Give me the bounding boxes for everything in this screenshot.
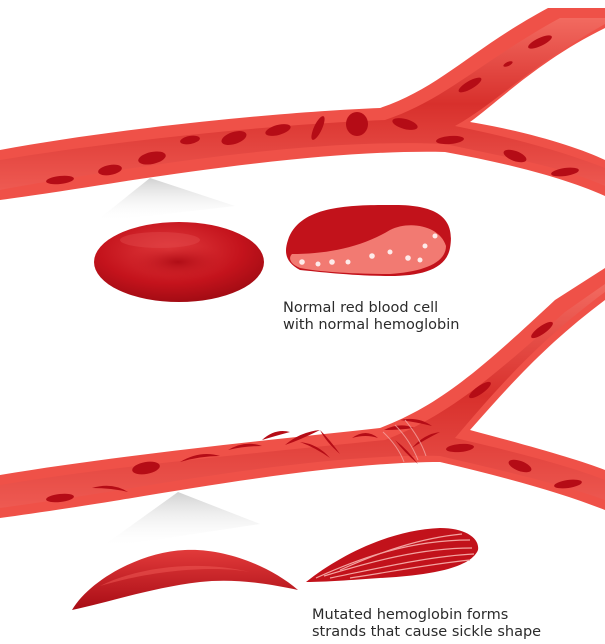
red-blood-cell-cross-section: [286, 205, 451, 276]
caption-sickle-cell: Mutated hemoglobin forms strands that ca…: [312, 607, 541, 641]
red-blood-cell-normal: [94, 222, 264, 302]
sickle-cell: [72, 550, 298, 610]
sickle-cell-cross-section: [306, 528, 478, 582]
magnify-beam-normal: [95, 178, 235, 222]
caption-normal-line1: Normal red blood cell: [283, 300, 459, 317]
blood-vessel-normal: [0, 8, 605, 200]
caption-normal-line2: with normal hemoglobin: [283, 317, 459, 334]
caption-normal-cell: Normal red blood cell with normal hemogl…: [283, 300, 459, 334]
magnify-beam-sickle: [100, 492, 260, 548]
caption-sickle-line2: strands that cause sickle shape: [312, 624, 541, 641]
caption-sickle-line1: Mutated hemoglobin forms: [312, 607, 541, 624]
